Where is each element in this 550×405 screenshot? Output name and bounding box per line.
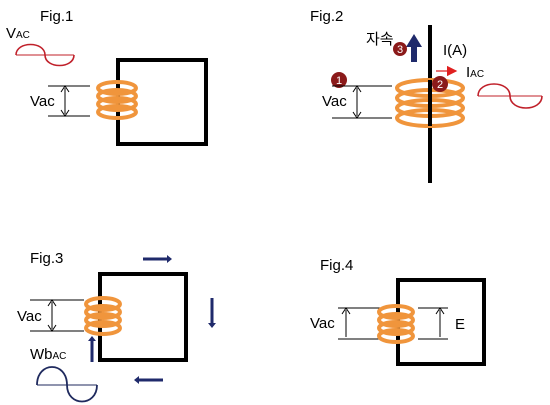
fig3-sine-wave-icon [36, 366, 98, 403]
fig2-up-arrow-icon [406, 34, 422, 62]
fig2-title: Fig.2 [310, 8, 343, 25]
fig1-voltage-arrow [48, 85, 90, 117]
fig2-current-label: I(A) [443, 42, 467, 59]
fig4-emf-label: E [455, 316, 465, 333]
fig2-badge-1-text: 1 [336, 75, 342, 87]
fig2-flux-label: 자속 [366, 31, 394, 48]
fig4-title: Fig.4 [320, 257, 353, 274]
figure-4: Fig.4 Vac E [310, 257, 486, 366]
figure-1: Fig.1 VAC Vac [6, 8, 208, 146]
fig2-badge-3-text: 3 [397, 44, 403, 56]
figure-3: Fig.3 Vac WbAC [17, 250, 216, 403]
fig2-ac-label: IAC [466, 64, 484, 81]
fig4-coil [377, 304, 415, 344]
fig2-voltage-label: Vac [322, 93, 347, 110]
fig2-badge-3 [393, 42, 407, 56]
fig3-flux-label: WbAC [30, 346, 66, 363]
fig2-badge-1 [331, 72, 347, 88]
fig3-voltage-label: Vac [17, 308, 42, 325]
fig1-voltage-label: Vac [30, 93, 55, 110]
fig1-coil [96, 80, 138, 120]
fig3-coil [84, 296, 122, 336]
fig4-voltage-arrow [338, 307, 380, 340]
fig2-badge-2 [432, 76, 448, 92]
fig1-wave-label: VAC [6, 25, 30, 42]
fig3-voltage-arrow [30, 299, 84, 332]
figure-2: Fig.2 자속 3 I(A) IAC 1 Vac 2 [310, 8, 543, 183]
fig4-voltage-label: Vac [310, 315, 335, 332]
fig4-emf-arrow [418, 307, 448, 340]
fig3-title: Fig.3 [30, 250, 63, 267]
fig2-badge-2-text: 2 [437, 79, 443, 91]
fig1-title: Fig.1 [40, 8, 73, 25]
fig2-voltage-arrow [332, 85, 392, 119]
